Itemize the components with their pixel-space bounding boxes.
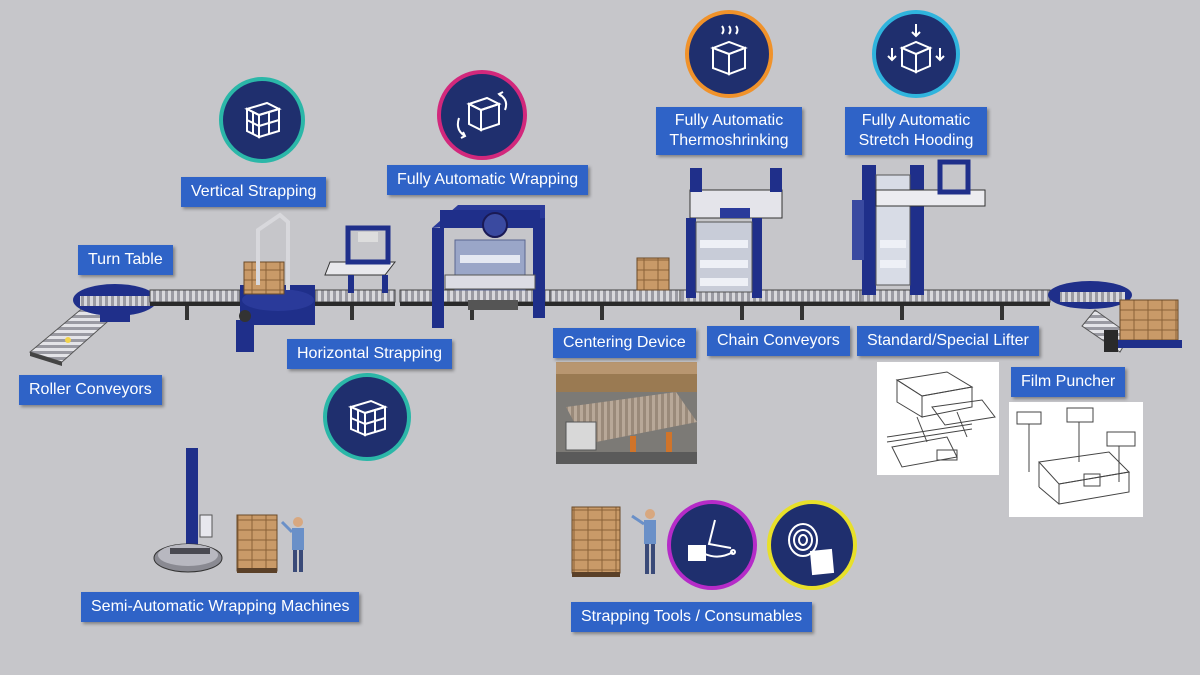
label-stretch-hooding-line1: Fully Automatic [861,112,971,129]
turn-table [73,284,157,322]
label-semi-automatic-text: Semi-Automatic Wrapping Machines [91,598,350,615]
label-horizontal-strapping: Horizontal Strapping [287,339,452,369]
label-chain-conveyors: Chain Conveyors [707,326,850,356]
horizontal-strapping-machine [324,225,397,293]
label-strapping-tools: Strapping Tools / Consumables [571,602,813,632]
hooded-box-icon [887,24,945,74]
centering-device-photo-drawing [556,362,697,464]
label-lifter-text: Standard/Special Lifter [867,332,1029,349]
lifter-drawing [877,362,999,475]
label-thermoshrinking-line2: Thermoshrinking [669,132,789,149]
label-centering-device: Centering Device [553,328,696,358]
semi-automatic-wrapping-machine [153,448,278,573]
label-film-puncher-text: Film Puncher [1021,373,1116,390]
label-horizontal-strapping-text: Horizontal Strapping [297,345,442,362]
roller-conveyor [28,305,117,366]
label-thermoshrinking-line1: Fully Automatic [674,112,784,129]
vertical-strapping-machine [236,212,315,352]
label-vertical-strapping-text: Vertical Strapping [191,183,317,200]
thermoshrinking-badge [685,10,773,98]
wrapping-machine [432,205,545,328]
label-lifter: Standard/Special Lifter [857,326,1039,356]
label-strapping-tools-text: Strapping Tools / Consumables [581,608,803,625]
label-stretch-hooding-line2: Stretch Hooding [858,132,974,149]
label-roller-conveyors-text: Roller Conveyors [29,381,152,398]
stretch-hooding-badge [872,10,960,98]
vertical-strapping-badge [219,77,305,163]
centering-device-pallet [636,257,670,291]
label-film-puncher: Film Puncher [1011,367,1126,397]
film-puncher-drawing [1009,402,1143,517]
rotating-box-icon [456,91,508,139]
strapping-tool-icon [688,519,736,561]
label-thermoshrinking: Fully Automatic Thermoshrinking [656,107,802,155]
heated-box-icon [710,25,748,76]
worker-figure-left [280,517,304,572]
label-fully-automatic-wrapping: Fully Automatic Wrapping [387,165,589,195]
strapping-tool-badge [667,500,757,590]
label-turn-table: Turn Table [78,245,173,275]
right-turn-table [1048,281,1182,353]
wrapping-badge [437,70,527,160]
label-fully-automatic-wrapping-text: Fully Automatic Wrapping [397,171,579,188]
horizontal-strapping-badge [323,373,411,461]
worker-figure-right [631,509,656,574]
label-centering-device-text: Centering Device [563,334,686,351]
stretch-hooding-machine [852,159,986,295]
lifter-technical-drawing [877,362,999,475]
strapped-boxes-icon [244,101,282,139]
film-puncher-technical-drawing [1009,402,1143,517]
label-semi-automatic: Semi-Automatic Wrapping Machines [81,592,360,622]
strapped-boxes-icon [348,399,388,437]
thermoshrinking-machine [686,168,783,298]
consumables-badge [767,500,857,590]
tools-pallet [571,506,621,577]
label-stretch-hooding: Fully Automatic Stretch Hooding [845,107,987,155]
label-turn-table-text: Turn Table [88,251,163,268]
label-chain-conveyors-text: Chain Conveyors [717,332,840,349]
film-roll-icon [788,523,835,576]
label-roller-conveyors: Roller Conveyors [19,375,162,405]
centering-device-photo [556,362,697,464]
label-vertical-strapping: Vertical Strapping [181,177,327,207]
